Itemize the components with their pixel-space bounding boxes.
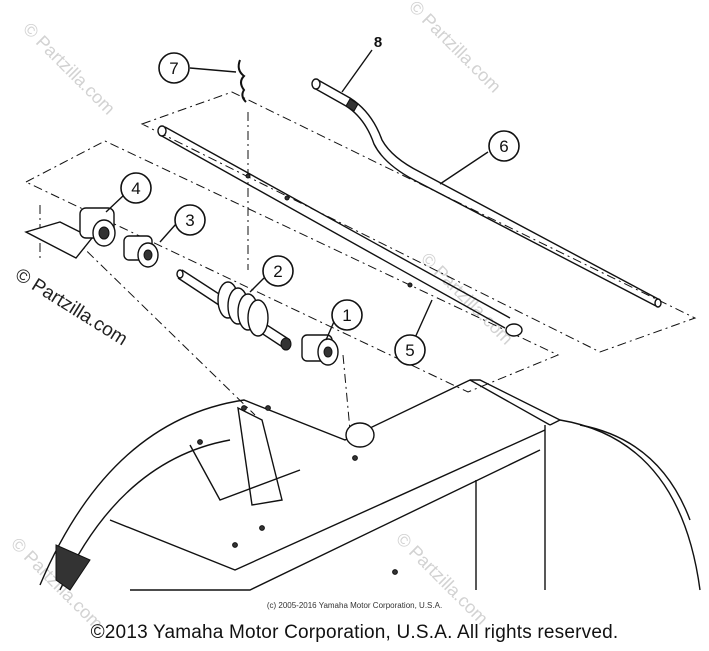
watermark-left-dark: © Partzilla.com bbox=[11, 264, 131, 350]
watermark-bottom-mid: © Partzilla.com bbox=[392, 529, 492, 629]
leader-lines bbox=[105, 49, 489, 341]
callout-3: 3 bbox=[174, 204, 206, 236]
callout-5-label: 5 bbox=[405, 341, 414, 360]
collar-part-1 bbox=[301, 334, 339, 366]
callout-7-label: 7 bbox=[169, 59, 178, 78]
clip-part-7 bbox=[237, 59, 247, 103]
spring-part-2 bbox=[176, 269, 292, 351]
callout-2-label: 2 bbox=[273, 262, 282, 281]
watermark-mid-right: © Partzilla.com bbox=[417, 249, 517, 349]
shaft-part-5 bbox=[157, 125, 523, 337]
callout-8: 8 bbox=[374, 34, 382, 51]
callout-6-label: 6 bbox=[499, 137, 508, 156]
bushing-part-3 bbox=[123, 235, 159, 268]
watermark-top-left: © Partzilla.com bbox=[19, 19, 119, 119]
footer-copyright: ©2013 Yamaha Motor Corporation, U.S.A. A… bbox=[90, 622, 619, 643]
assembly-planes bbox=[24, 91, 697, 431]
machine-frame bbox=[39, 379, 701, 591]
callout-8-label: 8 bbox=[374, 34, 382, 51]
callout-1-label: 1 bbox=[342, 306, 351, 325]
callout-3-label: 3 bbox=[185, 211, 194, 230]
callout-6: 6 bbox=[488, 130, 520, 162]
callout-5: 5 bbox=[394, 334, 426, 366]
callout-4-label: 4 bbox=[131, 179, 140, 198]
watermark-top-right: © Partzilla.com bbox=[405, 0, 505, 97]
callout-1: 1 bbox=[331, 299, 363, 331]
bracket-part-4 bbox=[24, 207, 116, 259]
callout-7: 7 bbox=[158, 52, 190, 84]
callout-4: 4 bbox=[120, 172, 152, 204]
callout-2: 2 bbox=[262, 255, 294, 287]
small-copyright: (c) 2005-2016 Yamaha Motor Corporation, … bbox=[266, 601, 443, 610]
rod-part-6 bbox=[311, 78, 662, 308]
